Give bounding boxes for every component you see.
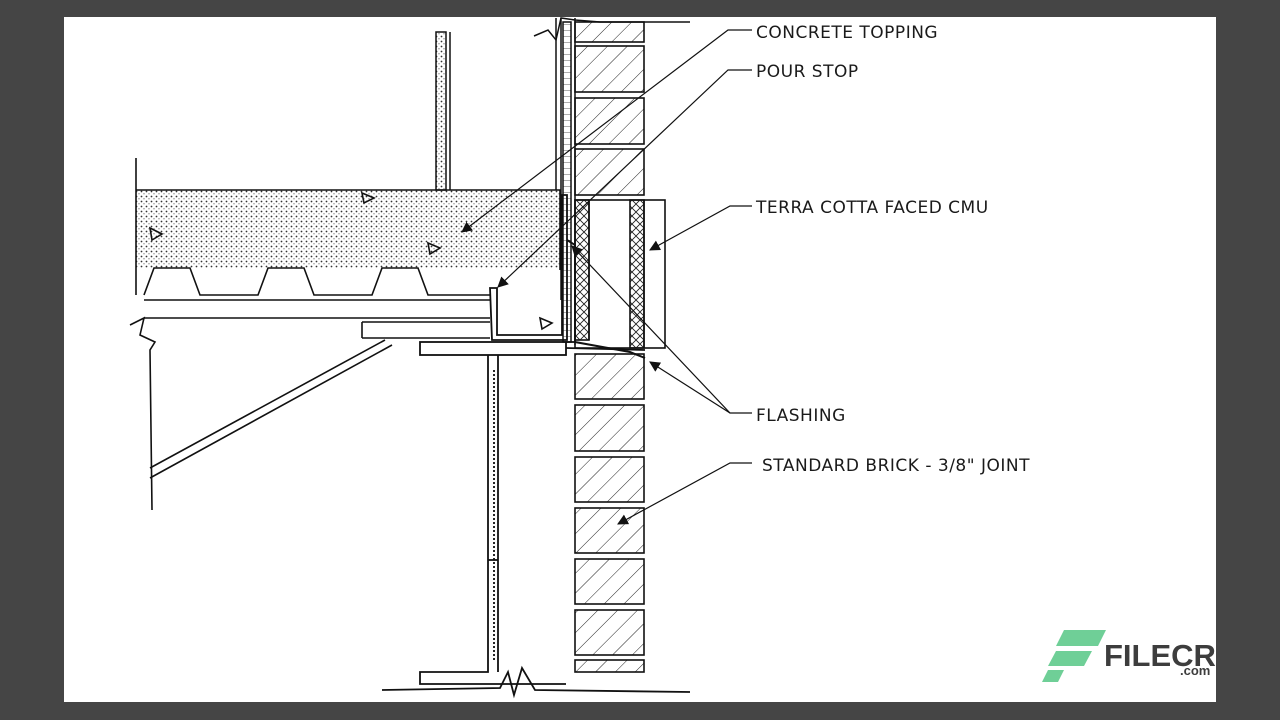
floor-slab [129, 158, 561, 511]
steel-beam [381, 341, 691, 699]
label-flashing: FLASHING [756, 406, 846, 426]
stud-wall [435, 17, 690, 345]
filecr-logo-icon [1042, 630, 1106, 682]
watermark-suffix: .com [1180, 663, 1210, 678]
label-standard-brick: STANDARD BRICK - 3/8" JOINT [762, 456, 1030, 476]
brick-veneer [574, 21, 645, 673]
pour-stop-angle [489, 194, 568, 341]
label-concrete-topping: CONCRETE TOPPING [756, 23, 938, 43]
terra-cotta-cmu [574, 199, 666, 349]
leaders [461, 29, 752, 525]
label-pour-stop: POUR STOP [756, 62, 859, 82]
filecr-watermark: FILECR .com [1042, 630, 1216, 682]
flashing [566, 239, 646, 359]
watermark-name: FILECR [1104, 638, 1216, 673]
label-terra-cotta-cmu: TERRA COTTA FACED CMU [755, 198, 989, 218]
